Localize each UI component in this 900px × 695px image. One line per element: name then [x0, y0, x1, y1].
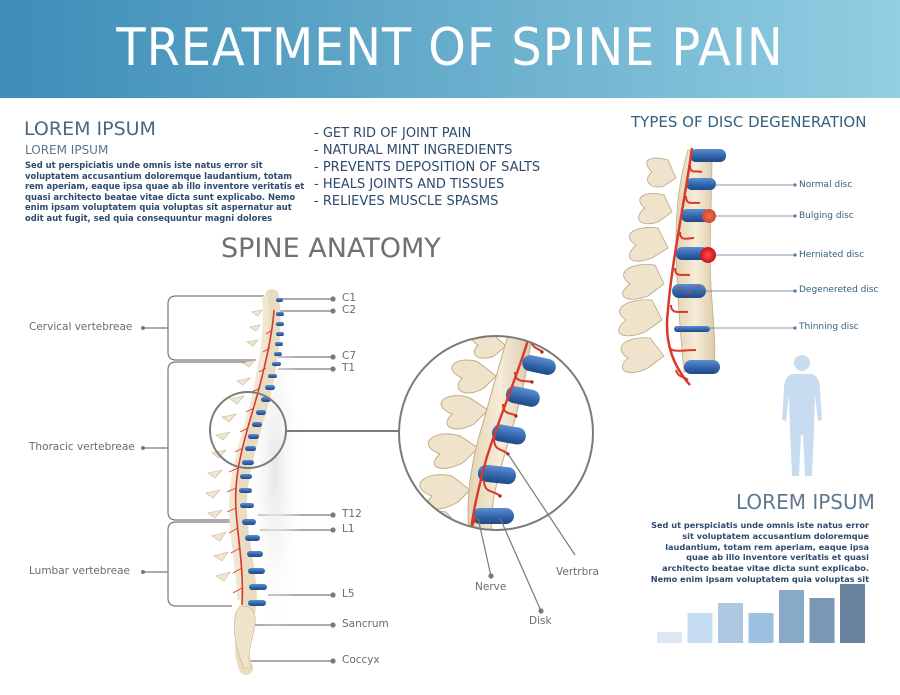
- bar-5: [779, 590, 804, 643]
- header-banner: TREATMENT OF SPINE PAIN: [0, 0, 900, 98]
- magnifier: [209, 391, 402, 469]
- benefit-item: - HEALS JOINTS AND TISSUES: [314, 177, 505, 192]
- marker-t1: T1: [342, 362, 356, 374]
- disc-type-herniated: Herniated disc: [799, 250, 865, 260]
- bar-chart: [657, 584, 865, 643]
- anatomy-brackets: [143, 295, 264, 607]
- marker-c1: C1: [342, 292, 357, 304]
- disc-degeneration-title: TYPES OF DISC DEGENERATION: [631, 113, 867, 131]
- benefit-item: - PREVENTS DEPOSITION OF SALTS: [314, 160, 541, 175]
- marker-c2: C2: [342, 304, 357, 316]
- benefits-list: - GET RID OF JOINT PAIN - NATURAL MINT I…: [314, 125, 540, 210]
- human-figure-icon: [782, 355, 822, 476]
- zoom-label-nerve: Nerve: [475, 581, 507, 593]
- zoomed-spine-detail: [398, 335, 594, 614]
- intro-subtitle: LOREM IPSUM: [25, 143, 109, 157]
- marker-l5: L5: [342, 588, 355, 600]
- marker-l1: L1: [342, 523, 355, 535]
- summary-body: Sed ut perspiciatis unde omnis iste natu…: [650, 520, 869, 584]
- marker-coccyx: Coccyx: [342, 654, 380, 666]
- benefit-item: - RELIEVES MUSCLE SPASMS: [314, 194, 499, 209]
- region-label-lumbar: Lumbar vertebreae: [29, 565, 130, 577]
- spine-anatomy-title: SPINE ANATOMY: [221, 233, 441, 264]
- marker-sacrum: Sancrum: [342, 618, 389, 630]
- bar-3: [718, 603, 743, 643]
- page-title: TREATMENT OF SPINE PAIN: [116, 18, 784, 78]
- benefit-item: - NATURAL MINT INGREDIENTS: [314, 143, 513, 158]
- disc-type-bulging: Bulging disc: [799, 211, 854, 221]
- disc-degeneration-spine: [618, 147, 797, 386]
- zoom-label-vertebra: Vertrbra: [556, 566, 599, 578]
- spine-illustration: [205, 289, 303, 675]
- bar-4: [748, 613, 774, 643]
- bar-1: [657, 632, 682, 643]
- bar-6: [809, 598, 835, 643]
- intro-body: Sed ut perspiciatis unde omnis iste natu…: [25, 160, 305, 223]
- bar-7: [840, 584, 865, 643]
- summary-title: LOREM IPSUM: [736, 490, 875, 514]
- region-label-thoracic: Thoracic vertebreae: [29, 441, 135, 453]
- region-label-cervical: Cervical vertebreae: [29, 321, 133, 333]
- disc-type-normal: Normal disc: [799, 180, 853, 190]
- benefit-item: - GET RID OF JOINT PAIN: [314, 126, 472, 141]
- marker-c7: C7: [342, 350, 357, 362]
- intro-title: LOREM IPSUM: [24, 118, 156, 140]
- marker-t12: T12: [342, 508, 362, 520]
- bar-2: [687, 613, 713, 643]
- disc-type-degenerated: Degenereted disc: [799, 285, 879, 295]
- disc-type-thinning: Thinning disc: [799, 322, 859, 332]
- zoom-label-disk: Disk: [529, 615, 552, 627]
